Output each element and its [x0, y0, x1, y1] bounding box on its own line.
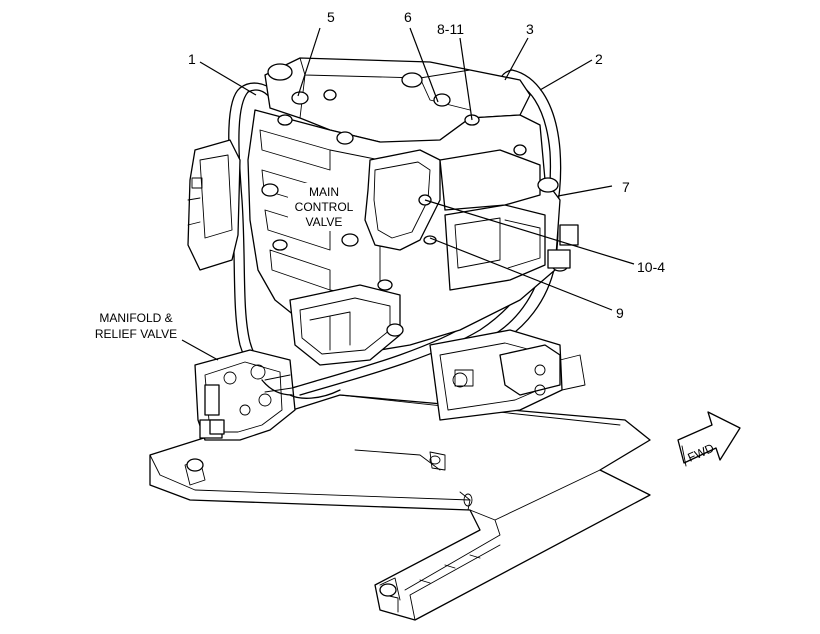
callouts: 1 5 6 8-11 3 2 7 10-4 9 [188, 9, 665, 321]
leader-5 [297, 27, 321, 97]
caption-main-line-2: CONTROL [295, 200, 354, 214]
caption-manifold-relief-valve: MANIFOLD & RELIEF VALVE [95, 311, 177, 341]
caption-main-line-3: VALVE [306, 215, 343, 229]
caption-main-line-1: MAIN [309, 185, 339, 199]
caption-manifold-line-2: RELIEF VALVE [95, 327, 177, 341]
callout-9: 9 [616, 305, 624, 321]
leader-8-11 [459, 37, 473, 121]
callout-6: 6 [404, 9, 412, 25]
base-frame [149, 394, 651, 621]
callout-3: 3 [526, 21, 534, 37]
caption-manifold-line-1: MANIFOLD & [99, 311, 172, 325]
leader-6 [409, 27, 439, 103]
leader-10-4 [424, 199, 635, 265]
callout-5: 5 [327, 9, 335, 25]
leader-lines [181, 27, 635, 361]
callout-10-4: 10-4 [637, 259, 665, 275]
caption-main-control-valve: MAIN CONTROL VALVE [288, 183, 360, 231]
leader-3 [504, 37, 529, 81]
main-control-valve [187, 57, 586, 421]
leader-7 [557, 185, 613, 197]
leader-manifold [181, 339, 219, 361]
fittings [186, 63, 579, 597]
callout-7: 7 [622, 179, 630, 195]
fwd-arrow-icon: FWD [677, 411, 741, 467]
leader-1 [199, 61, 257, 96]
leader-9 [429, 237, 613, 311]
callout-8-11: 8-11 [437, 21, 464, 37]
callout-1: 1 [188, 51, 196, 67]
callout-2: 2 [595, 51, 603, 67]
leader-2 [539, 59, 593, 91]
